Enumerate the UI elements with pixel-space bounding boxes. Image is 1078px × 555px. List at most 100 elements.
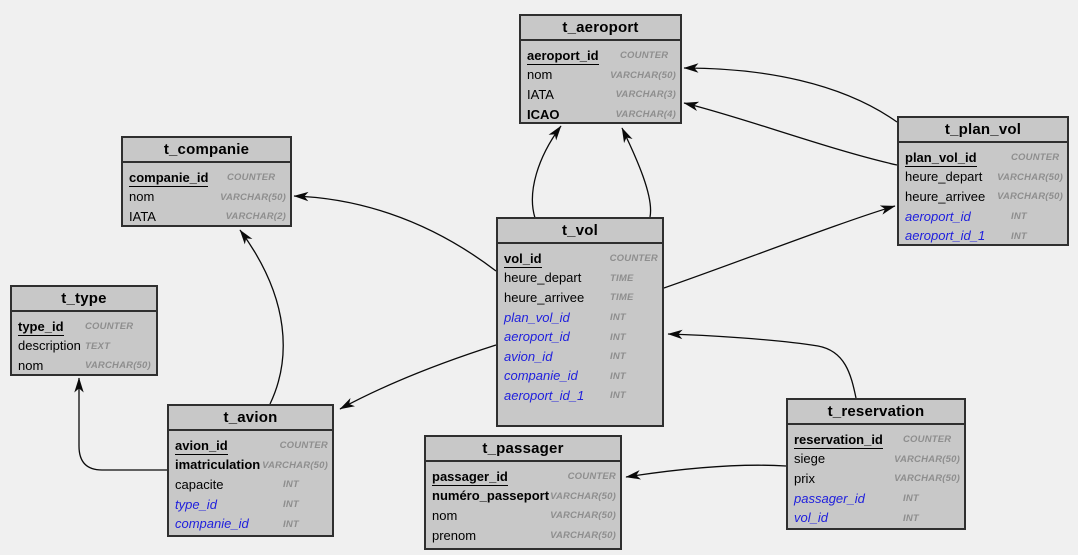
relationship-line-plan-vol-aeroport[interactable] xyxy=(683,63,898,123)
field-name: numéro_passeport xyxy=(432,488,550,504)
table-header-t-companie[interactable]: t_companie xyxy=(123,138,290,163)
field-name: companie_id xyxy=(175,516,249,532)
table-header-t-avion[interactable]: t_avion xyxy=(169,406,332,431)
field-name: vol_id xyxy=(794,510,828,526)
field-type: VARCHAR(3) xyxy=(615,89,676,101)
field-name: plan_vol_id xyxy=(504,309,570,325)
field-name-cell: avion_id xyxy=(504,348,610,366)
field-name: IATA xyxy=(527,86,554,102)
field-type: VARCHAR(50) xyxy=(220,191,286,203)
relationship-line-reservation-passager[interactable] xyxy=(625,464,787,480)
table-header-t-passager[interactable]: t_passager xyxy=(426,437,620,462)
field-type: INT xyxy=(283,518,299,530)
field-type: INT xyxy=(610,331,626,343)
field-name: heure_arrivee xyxy=(504,289,585,305)
table-title: t_aeroport xyxy=(562,19,639,36)
table-header-t-type[interactable]: t_type xyxy=(12,287,156,312)
field-name: type_id xyxy=(18,318,64,336)
field-type: VARCHAR(50) xyxy=(894,453,960,465)
field-name: prenom xyxy=(432,527,477,543)
field-name: aeroport_id xyxy=(504,329,570,345)
field-row-IATA[interactable]: IATA VARCHAR(3) xyxy=(527,85,676,105)
field-name: imatriculation xyxy=(175,457,261,473)
table-header-t-reservation[interactable]: t_reservation xyxy=(788,400,964,425)
table-header-t-vol[interactable]: t_vol xyxy=(498,219,662,244)
field-name: siege xyxy=(794,451,826,467)
field-name-cell: siege xyxy=(794,450,894,468)
table-title: t_companie xyxy=(163,141,250,158)
field-row-siege[interactable]: siege VARCHAR(50) xyxy=(794,450,960,470)
relationship-line-vol-companie[interactable] xyxy=(293,191,497,272)
table-header-t-plan-vol[interactable]: t_plan_vol xyxy=(899,118,1067,143)
relationship-line-reservation-vol[interactable] xyxy=(667,329,857,399)
table-title: t_reservation xyxy=(827,403,925,420)
field-row-companie-id[interactable]: companie_id INT xyxy=(175,514,328,534)
relationship-line-vol-plan-vol[interactable] xyxy=(663,205,896,289)
field-name: aeroport_id xyxy=(527,47,599,65)
field-name: heure_arrivee xyxy=(905,188,986,204)
field-name: type_id xyxy=(175,496,217,512)
field-name-cell: aeroport_id xyxy=(527,47,620,65)
relationship-line-plan-vol-aeroport-1[interactable] xyxy=(683,101,898,166)
relationship-line-vol-aeroport-1[interactable] xyxy=(621,127,652,218)
field-name-cell: nom xyxy=(527,66,610,84)
field-name-cell: prenom xyxy=(432,527,550,545)
table-title: t_vol xyxy=(561,222,598,239)
relationship-line-avion-type[interactable] xyxy=(74,377,167,471)
field-type: VARCHAR(50) xyxy=(550,490,616,502)
field-row-aeroport-id[interactable]: aeroport_id INT xyxy=(504,327,658,347)
field-type: TIME xyxy=(610,272,634,284)
field-type: INT xyxy=(1011,230,1027,242)
relationship-line-vol-avion[interactable] xyxy=(339,344,497,410)
relationship-line-vol-aeroport[interactable] xyxy=(531,125,562,219)
field-name: heure_depart xyxy=(905,169,983,185)
field-type: INT xyxy=(610,351,626,363)
field-name: ICAO xyxy=(527,106,560,122)
table-header-t-aeroport[interactable]: t_aeroport xyxy=(521,16,680,41)
relationship-line-avion-companie[interactable] xyxy=(239,229,284,405)
